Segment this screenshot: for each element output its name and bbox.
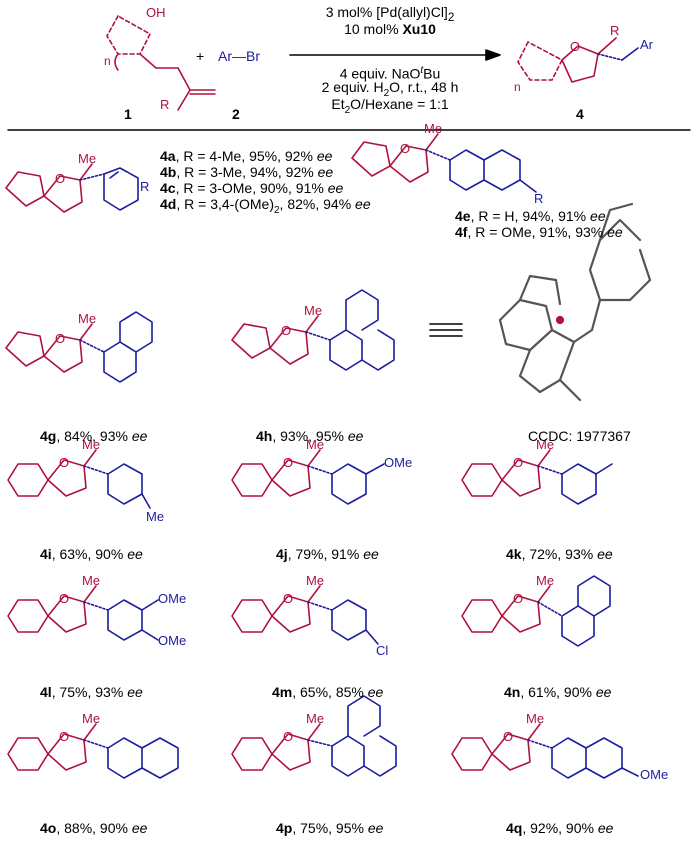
conditions-line-1: 3 mol% [Pd(allyl)Cl]2 [325,4,455,24]
reaction-arrow [289,49,501,61]
label-4p: 4p, 75%, 95% ee [276,820,384,836]
me-4q: Me [526,711,545,726]
o-4a: O [55,171,66,186]
conditions-line-4: 2 equiv. H2O, r.t., 48 h [321,79,459,99]
me-4g: Me [78,311,97,326]
label-4h: 4h, 93%, 95% ee [256,428,364,444]
label-4b: 4b, R = 3-Me, 94%, 92% ee [160,164,334,180]
product-ar: Ar [640,37,653,52]
o-4n: O [513,591,524,606]
label-4f: 4f, R = OMe, 91%, 93% ee [455,224,623,240]
me-4h: Me [304,303,323,318]
me-4n: Me [536,573,555,588]
structure-4h [231,289,395,371]
structure-4l [7,585,159,641]
label-4j: 4j, 79%, 91% ee [276,546,379,562]
conditions-line-5: Et2O/Hexane = 1:1 [331,96,449,116]
label-4e: 4e, R = H, 94%, 91% ee [455,208,606,224]
label-4a: 4a, R = 4-Me, 95%, 92% ee [160,148,333,164]
o-4k: O [513,455,524,470]
label-4d: 4d, R = 3,4-(OMe)2, 82%, 94% ee [160,196,371,216]
me-4a: Me [78,151,97,166]
reactant1-r: R [160,97,170,112]
reactant2-label: 2 [232,106,240,122]
me-4k: Me [536,437,555,452]
ccdc-label: CCDC: 1977367 [528,428,631,444]
me-4i-aryl: Me [146,509,165,524]
label-4o: 4o, 88%, 90% ee [40,820,148,836]
ome-4j: OMe [384,455,413,470]
structure-4k [461,449,613,505]
o-4q: O [503,729,514,744]
plus-sign: + [196,48,205,64]
label-4i: 4i, 63%, 90% ee [40,546,143,562]
structure-4e-f [351,133,537,193]
label-4k: 4k, 72%, 93% ee [506,546,613,562]
label-4c: 4c, R = 3-OMe, 90%, 91% ee [160,180,344,196]
label-4n: 4n, 61%, 90% ee [504,684,612,700]
structure-4a-d [5,163,139,213]
structure-4i [7,449,151,509]
reactant-1-structure [106,15,216,111]
product-o: O [570,39,581,54]
structure-4n [461,575,611,647]
structure-4o [7,723,179,779]
structure-4g [5,311,153,383]
me-4j: Me [306,437,325,452]
product-label: 4 [576,106,584,122]
structure-4m [231,585,379,645]
product-4-structure [517,37,639,83]
label-4q: 4q, 92%, 90% ee [506,820,614,836]
o-4l: O [59,591,70,606]
product-n: n [514,80,521,94]
equivalence-symbol [429,323,463,337]
me-4i: Me [82,437,101,452]
label-4g: 4g, 84%, 93% ee [40,428,148,444]
o-4e: O [400,141,411,156]
reactant1-label: 1 [124,106,132,122]
me-4m: Me [306,573,325,588]
o-4j: O [283,455,294,470]
r-4e: R [534,191,544,206]
conditions-line-3: 4 equiv. NaOtBu [339,65,441,82]
structure-4p [231,695,397,777]
crystal-structure-image [498,202,652,402]
structure-4q [451,723,639,779]
o-4i: O [59,455,70,470]
ome-4l-2: OMe [158,633,187,648]
o-4h: O [281,323,292,338]
conditions-line-2: 10 mol% Xu10 [344,21,436,37]
reactant1-oh: OH [146,5,166,20]
reactant1-n: n [104,54,111,68]
o-4p: O [283,729,294,744]
me-4e: Me [424,121,443,136]
ome-4q: OMe [640,767,669,782]
me-4o: Me [82,711,101,726]
o-4o: O [59,729,70,744]
me-4l: Me [82,573,101,588]
label-4l: 4l, 75%, 93% ee [40,684,143,700]
o-4g: O [55,331,66,346]
o-4m: O [283,591,294,606]
r-4a: R [140,179,150,194]
product-r: R [610,23,620,38]
reactant2-arbr: Ar—Br [218,48,260,64]
ome-4l-1: OMe [158,591,187,606]
label-4m: 4m, 65%, 85% ee [272,684,384,700]
cl-4m: Cl [376,643,389,658]
structure-4j [231,449,385,505]
me-4p: Me [306,711,325,726]
